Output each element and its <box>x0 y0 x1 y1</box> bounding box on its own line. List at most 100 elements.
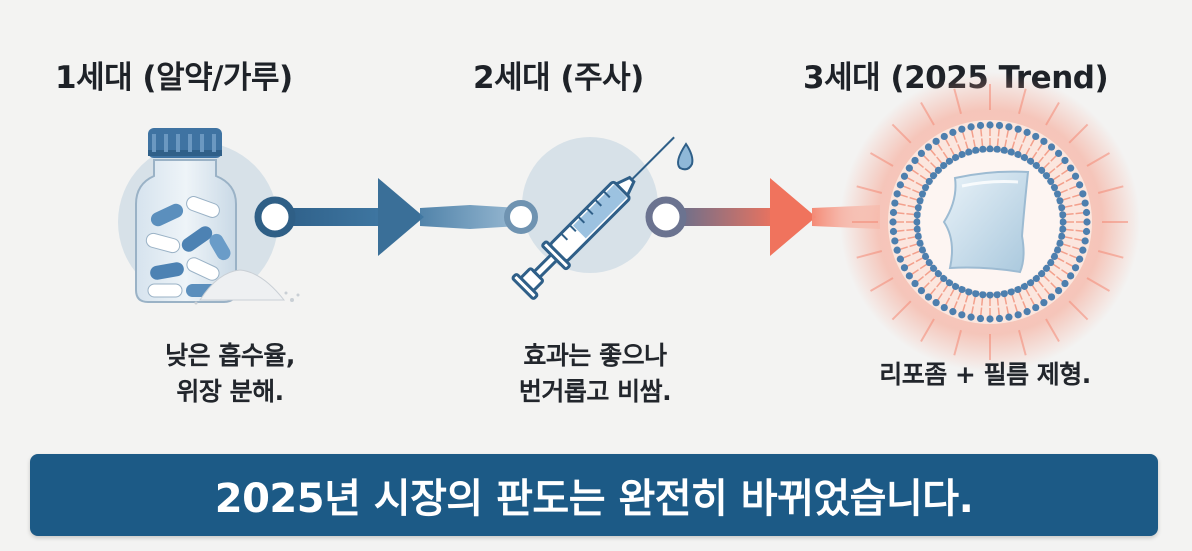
lipid-tail <box>897 202 906 206</box>
lipid-head <box>893 246 901 254</box>
lipid-tail <box>949 147 955 156</box>
lipid-head <box>1042 264 1051 272</box>
lipid-tail <box>996 138 999 147</box>
lipid-tail <box>1037 293 1043 301</box>
lipid-head <box>918 190 927 198</box>
lipid-head <box>1040 137 1048 145</box>
lipid-tail <box>1056 257 1065 263</box>
glow-ray <box>1068 300 1089 321</box>
lipid-head <box>967 123 975 131</box>
lipid-head <box>1057 232 1066 240</box>
glow-ray <box>920 318 935 343</box>
lipid-tail <box>981 138 984 147</box>
lipid-tail <box>1037 143 1043 151</box>
glow-ray <box>1086 277 1111 292</box>
lipid-head <box>986 291 994 299</box>
lipid-head <box>900 264 909 272</box>
lipid-head <box>993 291 1001 299</box>
lipid-head <box>929 264 938 272</box>
lipid-head <box>1007 288 1015 296</box>
lipid-head <box>1020 154 1029 162</box>
lipid-tail <box>1004 139 1008 148</box>
lipid-head <box>965 148 973 156</box>
lipid-head <box>1014 150 1022 159</box>
lipid-head <box>932 137 940 145</box>
lipid-tail <box>997 307 1000 316</box>
lipid-head <box>922 252 930 261</box>
lipid-tail <box>919 174 928 181</box>
lipid-head <box>914 232 923 240</box>
lipid-head <box>1059 225 1067 233</box>
gen1-caption: 낮은 흡수율, 위장 분해. <box>80 338 380 410</box>
lipid-head <box>1032 161 1040 170</box>
lipid-head <box>1014 285 1022 294</box>
lipid-tail <box>1037 156 1044 164</box>
lipid-head <box>972 289 980 298</box>
lipid-head <box>911 156 919 165</box>
lipid-tail <box>923 155 930 162</box>
lipid-head <box>1023 308 1031 316</box>
lipid-head <box>1050 183 1058 192</box>
lipid-tail <box>1004 296 1008 305</box>
lipid-tail <box>916 275 924 283</box>
lipid-head <box>940 161 948 170</box>
lipid-tail <box>936 280 943 288</box>
lipid-tail <box>1065 261 1074 267</box>
glow-ray <box>1045 101 1060 126</box>
lipid-tail <box>970 306 974 315</box>
glow-ray <box>1018 329 1027 356</box>
lipid-tail <box>1037 280 1044 288</box>
lipid-head <box>986 121 994 129</box>
syringe-icon <box>511 136 694 300</box>
lipid-head <box>949 128 957 136</box>
lipid-head <box>1061 156 1069 165</box>
lipid-head <box>951 154 960 162</box>
lipid-tail <box>1056 275 1064 283</box>
lipid-head <box>1020 282 1029 290</box>
gen1-title: 1세대 (알약/가루) <box>55 60 293 96</box>
lipid-tail <box>1065 177 1074 183</box>
lipid-head <box>979 291 987 299</box>
lipid-tail <box>953 301 958 310</box>
lipid-head <box>1047 293 1056 301</box>
lipid-head <box>1050 252 1058 261</box>
lipid-head <box>934 270 942 278</box>
lipid-head <box>945 157 954 165</box>
lipid-tail <box>897 238 906 242</box>
lipid-head <box>1005 123 1013 131</box>
lipid-tail <box>980 128 983 137</box>
lipid-head <box>1047 258 1055 267</box>
lipid-tail <box>915 257 924 263</box>
lipid-head <box>1026 157 1035 165</box>
lipid-tail <box>1065 213 1074 216</box>
lipid-tail <box>924 168 932 175</box>
lipid-tail <box>912 189 921 194</box>
lipid-head <box>1067 272 1075 280</box>
lipid-tail <box>1059 189 1068 194</box>
lipid-head <box>1054 149 1063 158</box>
lipid-head <box>1071 172 1080 180</box>
lipid-head <box>976 121 985 130</box>
summary-banner: 2025년 시장의 판도는 완전히 바뀌었습니다. <box>30 454 1158 536</box>
lipid-tail <box>907 204 916 208</box>
lipid-tail <box>1022 301 1027 310</box>
lipid-tail <box>1022 134 1027 143</box>
glow-ray <box>1086 152 1111 167</box>
lipid-tail <box>923 282 930 289</box>
lipid-head <box>932 299 940 307</box>
lipid-head <box>917 286 926 295</box>
glow-ray <box>1068 123 1089 144</box>
gen3-caption: 리포좀 + 필름 제형. <box>835 357 1135 393</box>
lipid-tail <box>997 128 1000 137</box>
lipid-tail <box>929 288 937 296</box>
lipid-tail <box>1072 193 1081 198</box>
lipid-tail <box>909 196 918 201</box>
glow-ray <box>1045 318 1060 343</box>
lipid-tail <box>906 177 915 183</box>
arrow-gen2-to-gen3 <box>645 178 880 256</box>
lipid-tail <box>1056 161 1064 169</box>
lipid-tail <box>911 169 919 175</box>
lipid-head <box>889 218 897 226</box>
lipid-tail <box>1043 148 1051 156</box>
lipid-tail <box>1059 250 1068 255</box>
